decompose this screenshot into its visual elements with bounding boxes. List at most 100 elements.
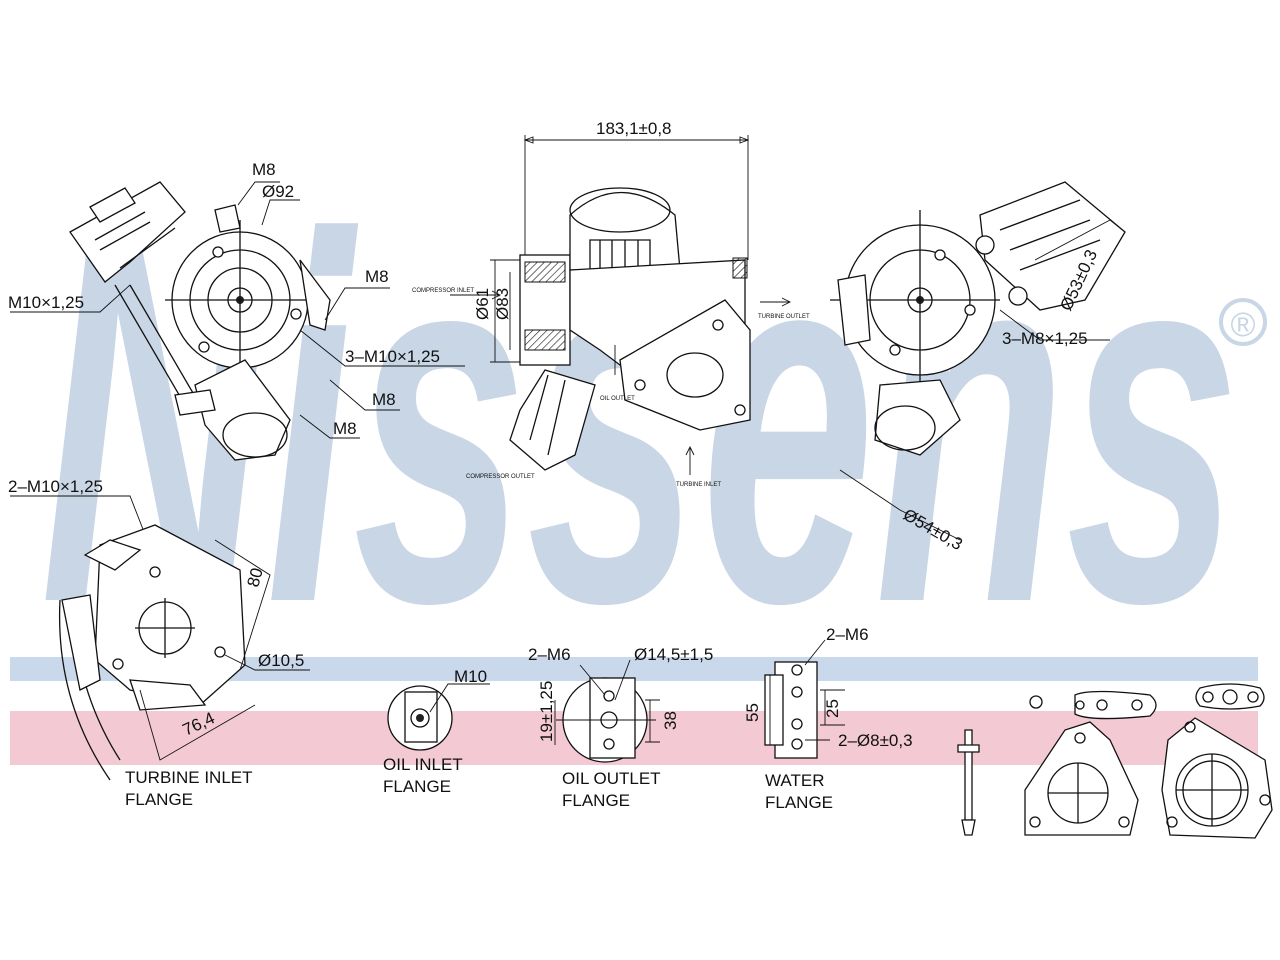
r-fitting-top <box>975 235 995 255</box>
turbine-flange-plate <box>619 299 751 431</box>
label-m10: M10×1,25 <box>8 293 84 312</box>
label-d61: Ø61 <box>473 288 492 320</box>
label-d92: Ø92 <box>262 182 294 201</box>
oil-gasket-hole-2 <box>1131 699 1143 711</box>
turbine-flange-hole <box>666 352 724 398</box>
stud-tip <box>961 819 976 836</box>
label-m10-3: 3–M10×1,25 <box>345 347 440 366</box>
caption-water-2: FLANGE <box>765 793 833 812</box>
caption-oil-out-2: FLANGE <box>562 791 630 810</box>
label-turbine-outlet: TURBINE OUTLET <box>758 314 810 320</box>
compressor-inlet-arrow <box>450 290 502 300</box>
flange-bolt-3 <box>634 379 646 391</box>
flange-bolt-a <box>149 566 161 578</box>
label-oil-2m6: 2–M6 <box>528 645 571 664</box>
leader-m8-top <box>237 181 280 206</box>
m8-boss <box>214 204 241 233</box>
bolt-2 <box>290 308 302 320</box>
bolt-3 <box>198 341 210 353</box>
label-76: 76,4 <box>180 708 218 739</box>
side-boss <box>299 259 331 331</box>
label-oil-outlet: OIL OUTLET <box>600 396 635 402</box>
r-side-boss <box>837 274 871 346</box>
leader-m8-bottom <box>299 414 360 439</box>
gasket-2-hole-b <box>1166 816 1178 828</box>
dim-arrows <box>523 136 750 144</box>
oil-inlet-flange-view <box>387 683 490 751</box>
label-water-2m6: 2–M6 <box>826 625 869 644</box>
oil-inlet-core <box>416 714 424 722</box>
dia-dims <box>490 259 520 363</box>
flange-top-lug <box>83 539 142 571</box>
label-m8-bottom: M8 <box>333 419 357 438</box>
small-gasket-hole-3 <box>1247 691 1259 703</box>
label-25: 25 <box>823 699 842 718</box>
stud-bolt <box>964 729 973 821</box>
dim-width-line <box>524 135 749 270</box>
leader-m8-right <box>324 287 390 321</box>
gasket-1-cross <box>1048 763 1108 823</box>
dim-80-line <box>214 539 271 671</box>
turbine-outlet-pipe <box>194 359 291 461</box>
leader-m8x3 <box>999 309 1110 341</box>
turbo-view-right <box>830 181 1126 541</box>
leader-m8-lower <box>329 379 400 411</box>
flange-port-cross <box>135 598 195 658</box>
gasket-kit <box>957 683 1273 839</box>
water-flange-view <box>764 639 845 759</box>
actuator-right-ribs <box>999 199 1101 271</box>
label-m8-right: M8 <box>365 267 389 286</box>
label-d83: Ø83 <box>493 288 512 320</box>
actuator-ribs <box>94 211 176 269</box>
gasket-2-cross <box>1176 754 1248 826</box>
registered-icon <box>1219 298 1267 346</box>
label-m8x3: 3–M8×1,25 <box>1002 329 1088 348</box>
r-fitting-side <box>1008 286 1028 306</box>
water-bolt-3 <box>791 718 803 730</box>
flange-bolt-1 <box>712 319 724 331</box>
stud-nut <box>957 744 980 753</box>
dim-76-line <box>139 689 256 761</box>
turbo-view-center <box>450 135 792 475</box>
oil-outlet-bolt-2 <box>603 738 615 750</box>
water-dims <box>769 675 845 745</box>
hatch-right-top <box>732 257 748 279</box>
label-19: 19±1,25 <box>537 681 556 742</box>
oil-outlet-dims <box>554 699 660 745</box>
gasket-2-hole-c <box>1259 794 1271 806</box>
flange-lower-block <box>129 679 207 711</box>
hatch-top <box>524 261 566 283</box>
small-gasket-hole-1 <box>1202 691 1214 703</box>
label-compressor-inlet: COMPRESSOR INLET <box>412 288 474 294</box>
caption-oil-in-2: FLANGE <box>383 777 451 796</box>
caption-water-1: WATER <box>765 771 825 790</box>
oil-inlet-hole <box>410 708 430 728</box>
turbine-gasket-1 <box>1024 721 1139 836</box>
pipe-lines <box>529 374 566 456</box>
actuator-cap <box>89 187 136 223</box>
oil-outlet-flange-view <box>554 659 660 763</box>
leader-m10-3 <box>299 329 465 367</box>
leader-water-2m6 <box>804 639 826 666</box>
label-80: 80 <box>244 566 267 589</box>
registered-mark: ® <box>1230 306 1255 344</box>
leader-d10 <box>224 654 310 671</box>
label-compressor-outlet: COMPRESSOR OUTLET <box>466 474 535 480</box>
leader-2m6 <box>579 664 606 696</box>
water-bolt-4 <box>791 738 803 750</box>
oil-gasket-plate <box>1074 690 1157 720</box>
leader-m10-oil <box>429 683 490 713</box>
label-55: 55 <box>743 703 762 722</box>
gasket-2-hole-a <box>1184 721 1196 733</box>
flange-bolt-c <box>112 658 124 670</box>
actuator-rod <box>114 284 201 406</box>
oil-gasket-bolt <box>1075 700 1085 710</box>
water-flange-lip <box>764 674 784 746</box>
leader-m10 <box>10 284 131 313</box>
label-turbine-inlet: TURBINE INLET <box>676 482 721 488</box>
label-2m10: 2–M10×1,25 <box>8 477 103 496</box>
label-d14: Ø14,5±1,5 <box>634 645 713 664</box>
r-bolt-3 <box>889 344 901 356</box>
leader-d92 <box>261 199 300 226</box>
r-bolt-2 <box>964 304 976 316</box>
